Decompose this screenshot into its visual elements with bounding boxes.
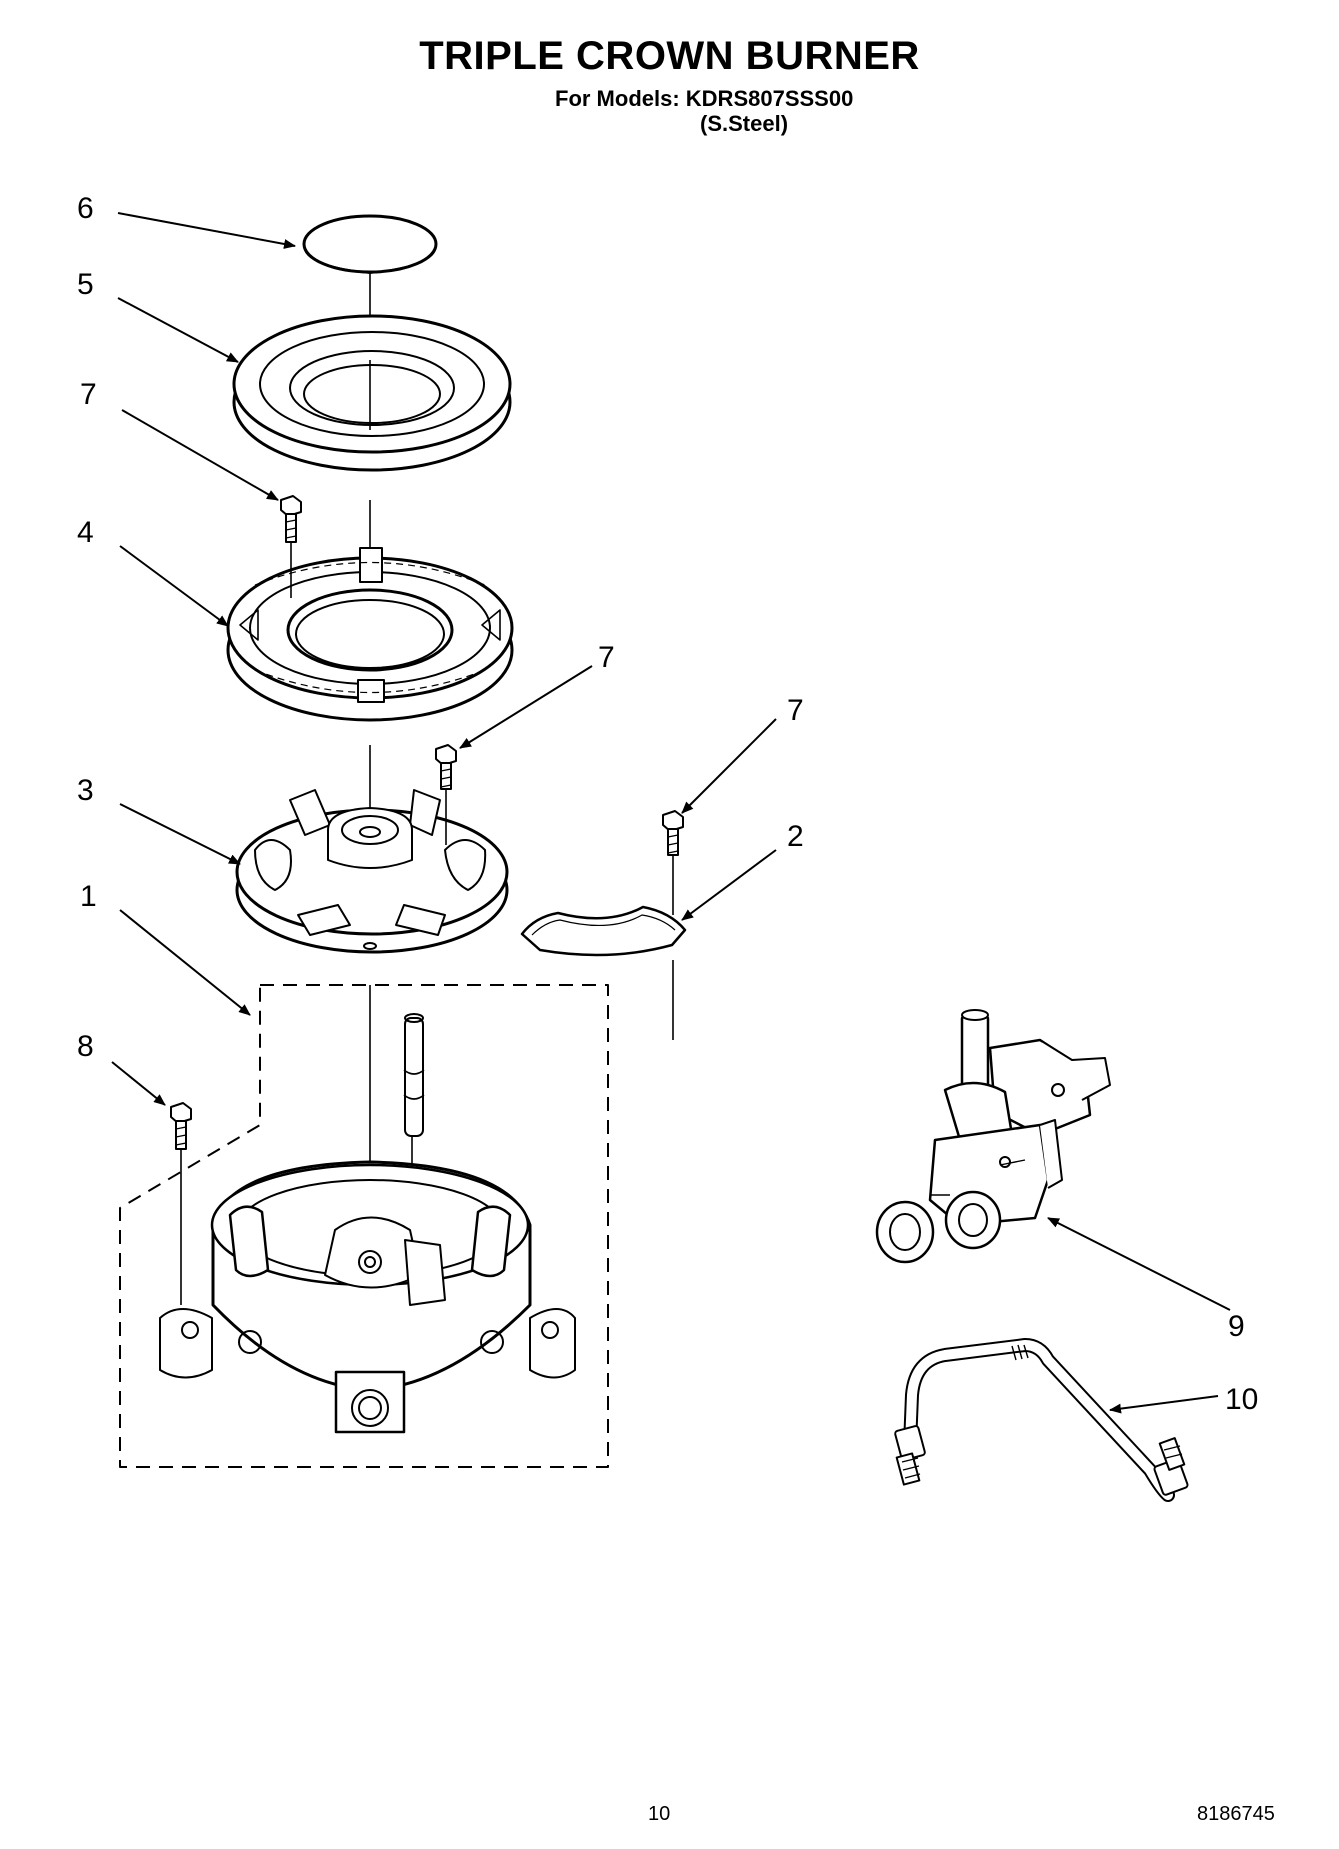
gas-tube-part-10 — [894, 1338, 1189, 1502]
callout-10: 10 — [1225, 1383, 1259, 1416]
callout-7-screw-shield: 7 — [787, 694, 804, 727]
callout-4: 4 — [77, 516, 94, 549]
leader-6 — [117, 212, 296, 249]
leader-1 — [119, 909, 251, 1016]
screw-part-7-crown — [280, 495, 302, 598]
base-assembly-outline-part-1 — [119, 984, 609, 1468]
outer-cap-ring-part-5 — [232, 314, 512, 472]
heat-shield-part-2 — [520, 850, 687, 1040]
screw-part-8 — [170, 1102, 192, 1305]
callout-7-screw-base: 7 — [598, 641, 615, 674]
leader-4 — [119, 545, 229, 627]
burner-housing-part-1 — [159, 1160, 576, 1434]
callout-2: 2 — [787, 820, 804, 853]
callout-5: 5 — [77, 268, 94, 301]
leader-7-base — [459, 665, 593, 749]
page-title: TRIPLE CROWN BURNER — [419, 34, 920, 78]
leader-9 — [1047, 1217, 1231, 1311]
callout-9: 9 — [1228, 1310, 1245, 1343]
callout-1: 1 — [80, 880, 97, 913]
leader-3 — [119, 803, 241, 865]
callout-3: 3 — [77, 774, 94, 807]
leader-2 — [681, 849, 777, 921]
model-variant: (S.Steel) — [700, 111, 789, 136]
screw-part-7-shield — [662, 810, 684, 856]
leader-5 — [117, 297, 239, 363]
burner-cap-part-6 — [302, 214, 438, 274]
models-line: For Models: KDRS807SSS00 — [555, 86, 854, 111]
burner-base-part-3 — [235, 789, 509, 954]
callout-8: 8 — [77, 1030, 94, 1063]
leader-8 — [111, 1061, 166, 1106]
callout-7-screw-crown: 7 — [80, 378, 97, 411]
leader-7-shield — [681, 718, 777, 814]
leader-7-crown — [121, 409, 279, 501]
callout-6: 6 — [77, 192, 94, 225]
document-number: 8186745 — [1197, 1803, 1275, 1825]
screw-part-7-base — [435, 744, 457, 845]
leader-10 — [1109, 1395, 1219, 1414]
page-number: 10 — [648, 1803, 671, 1825]
gas-valve-part-9 — [875, 1009, 1111, 1264]
burner-spreader-part-4 — [226, 547, 514, 722]
